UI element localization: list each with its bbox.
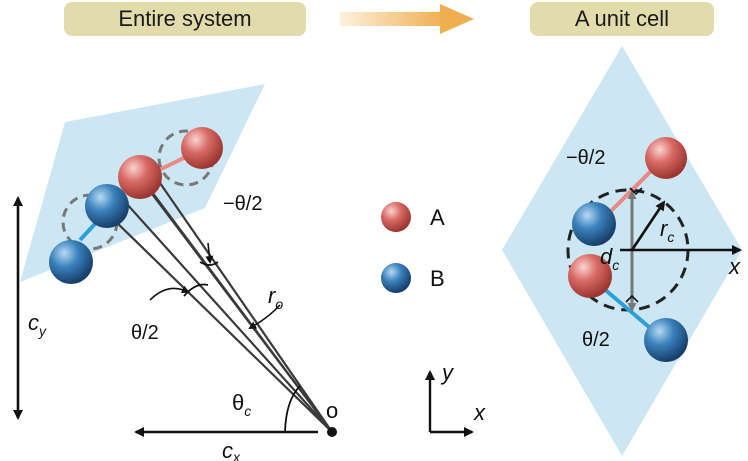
r-o-pointer <box>248 304 281 329</box>
label-half-theta: θ/2 <box>131 322 159 344</box>
angle-pointer <box>205 242 214 264</box>
label-minus-half-theta: −θ/2 <box>566 147 605 169</box>
label-x: x <box>728 254 741 279</box>
axis-x-label: x <box>473 400 486 425</box>
axis-y-label: y <box>440 360 455 385</box>
label-minus-half-theta: −θ/2 <box>223 193 262 215</box>
right-angle-marker <box>629 187 643 196</box>
atom-a <box>118 155 162 199</box>
angle-pointer <box>149 285 190 301</box>
atom-b <box>572 202 616 246</box>
atom-b <box>49 240 93 284</box>
transition-arrow <box>340 4 474 34</box>
legend-a-label: A <box>430 205 445 230</box>
label-c-y: cy <box>28 310 47 339</box>
angle-arc-minus-half-theta <box>199 261 219 266</box>
unit-cell-title: A unit cell <box>530 2 714 36</box>
atom-a <box>568 254 612 298</box>
xy-axes-indicator: y x <box>425 360 486 437</box>
origin-point <box>327 427 337 437</box>
origin-to-a-atom-line <box>139 175 333 433</box>
legend-b-label: B <box>430 266 445 291</box>
label-d-c: dc <box>600 244 619 273</box>
r-c-arrow <box>630 200 666 251</box>
label-r-c: rc <box>660 216 674 245</box>
label-c-x: cx <box>222 438 241 461</box>
label-theta-c: θc <box>232 390 251 419</box>
right-angle-marker <box>625 294 639 303</box>
atom-b <box>85 184 129 228</box>
legend-atom-a-icon <box>381 202 411 232</box>
entire-system-title: Entire system <box>64 2 306 36</box>
label-r-o: ro <box>268 283 283 312</box>
atom-b <box>644 318 688 362</box>
atom-a <box>645 137 687 179</box>
atom-a <box>181 127 223 169</box>
angle-arc-half-theta <box>183 283 209 297</box>
label-half-theta: θ/2 <box>582 329 610 351</box>
legend: A B <box>381 202 445 293</box>
legend-atom-b-icon <box>381 263 411 293</box>
angle-arc-theta-c <box>284 385 301 433</box>
label-origin: o <box>326 398 338 423</box>
